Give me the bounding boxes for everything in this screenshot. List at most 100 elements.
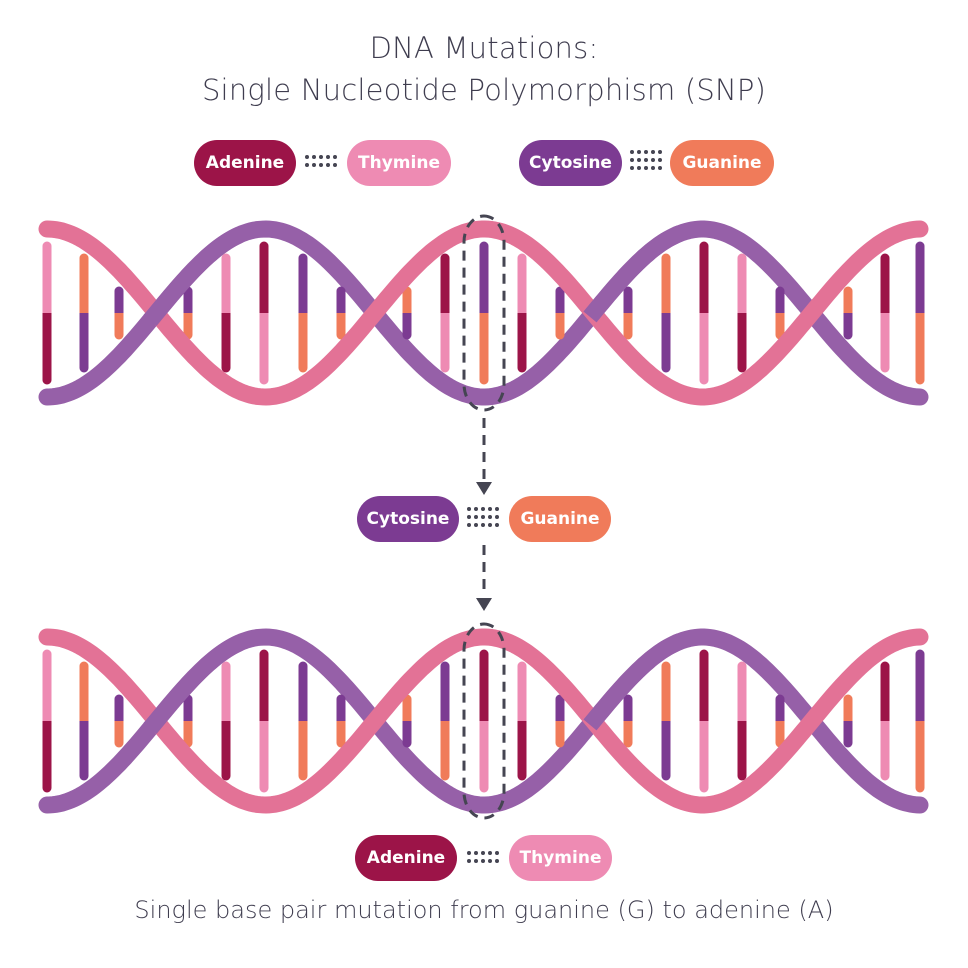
original-pair-hydrogen-bonds — [467, 507, 499, 527]
base-pair-thymine-adenine — [517, 661, 527, 781]
original-guanine-pill: Guanine — [509, 496, 611, 542]
base-join-bottom — [42, 721, 52, 727]
base-join-top — [843, 307, 853, 313]
base-pair-cytosine-guanine — [183, 694, 193, 748]
base-pair-cytosine-guanine — [336, 694, 346, 748]
mutation-arrow — [476, 418, 492, 611]
base-join-bottom — [737, 721, 747, 727]
base-join-bottom — [114, 721, 124, 727]
backbone-strand-pink — [38, 628, 929, 814]
base-join-top — [915, 307, 925, 313]
base-join-top — [79, 307, 89, 313]
base-pair-thymine-adenine — [737, 661, 747, 781]
base-join-top — [915, 715, 925, 721]
base-join-bottom — [843, 313, 853, 319]
base-join-bottom — [79, 313, 89, 319]
base-join-bottom — [402, 313, 412, 319]
base-join-top — [737, 715, 747, 721]
base-join-bottom — [479, 721, 489, 727]
legend-adenine-pill: Adenine — [194, 140, 296, 186]
base-join-bottom — [880, 721, 890, 727]
base-join-top — [555, 307, 565, 313]
base-pair-cytosine-guanine — [775, 286, 785, 340]
base-join-bottom — [775, 313, 785, 319]
backbone-strand-purple-crossing — [143, 634, 244, 734]
base-pair-guanine-cytosine — [843, 286, 853, 340]
legend-thymine-pill: Thymine — [347, 140, 451, 186]
base-join-bottom — [623, 721, 633, 727]
base-pair-cytosine-guanine — [555, 694, 565, 748]
base-pair-thymine-adenine — [42, 241, 52, 385]
base-join-bottom — [699, 721, 709, 727]
base-join-top — [699, 715, 709, 721]
base-pair-adenine-thymine — [259, 649, 269, 793]
legend-at-hydrogen-bonds — [305, 155, 337, 167]
base-join-top — [183, 307, 193, 313]
base-pair-cytosine-guanine — [114, 286, 124, 340]
legend-cg-hydrogen-bonds — [630, 150, 662, 170]
base-join-bottom — [402, 721, 412, 727]
base-join-top — [440, 715, 450, 721]
mutated-pair-hydrogen-bonds — [467, 851, 499, 863]
base-join-bottom — [440, 721, 450, 727]
base-join-bottom — [336, 721, 346, 727]
base-pair-guanine-cytosine — [402, 694, 412, 748]
base-pair-adenine-thymine — [699, 649, 709, 793]
base-pair-cytosine-guanine — [915, 241, 925, 385]
base-pair-thymine-adenine — [221, 253, 231, 373]
base-pair-guanine-cytosine — [79, 253, 89, 373]
base-pair-guanine-cytosine — [79, 661, 89, 781]
base-join-bottom — [555, 721, 565, 727]
base-join-top — [775, 715, 785, 721]
base-pair-adenine-thymine — [880, 253, 890, 373]
mutation-caption: Single base pair mutation from guanine (… — [134, 896, 834, 924]
original-cytosine-pill: Cytosine — [357, 496, 459, 542]
base-join-bottom — [843, 721, 853, 727]
base-pair-guanine-cytosine — [661, 661, 671, 781]
base-join-top — [661, 715, 671, 721]
mutated-adenine-pill: Adenine — [355, 835, 457, 881]
base-join-bottom — [479, 313, 489, 319]
base-join-top — [880, 307, 890, 313]
base-join-top — [183, 715, 193, 721]
base-join-top — [440, 307, 450, 313]
legend-guanine-pill: Guanine — [670, 140, 774, 186]
base-pair-cytosine-guanine — [623, 694, 633, 748]
base-join-bottom — [298, 313, 308, 319]
base-pair-guanine-cytosine — [661, 253, 671, 373]
base-join-bottom — [221, 313, 231, 319]
base-join-top — [623, 715, 633, 721]
base-pair-cytosine-guanine — [623, 286, 633, 340]
base-join-top — [259, 715, 269, 721]
base-join-top — [259, 307, 269, 313]
base-pair-adenine-thymine — [699, 241, 709, 385]
base-join-top — [79, 715, 89, 721]
base-join-bottom — [114, 313, 124, 319]
backbone-strand-purple-crossing — [143, 226, 244, 326]
base-join-bottom — [183, 313, 193, 319]
base-join-bottom — [517, 313, 527, 319]
base-join-top — [843, 715, 853, 721]
base-join-top — [775, 307, 785, 313]
arrow-head-upper-icon — [476, 482, 492, 495]
backbone-strand-purple-crossing — [583, 225, 684, 323]
base-join-bottom — [775, 721, 785, 727]
base-pair-cytosine-guanine — [298, 253, 308, 373]
base-join-top — [880, 715, 890, 721]
base-join-bottom — [623, 313, 633, 319]
base-join-bottom — [183, 721, 193, 727]
base-pair-cytosine-guanine — [915, 649, 925, 793]
original-dna-helix — [38, 214, 929, 412]
base-join-bottom — [880, 313, 890, 319]
base-join-bottom — [915, 313, 925, 319]
diagram-subtitle: Single Nucleotide Polymorphism (SNP) — [201, 73, 767, 107]
base-pair-thymine-adenine — [221, 661, 231, 781]
base-join-top — [402, 715, 412, 721]
base-pair-thymine-adenine — [517, 253, 527, 373]
base-join-bottom — [259, 313, 269, 319]
base-join-top — [114, 307, 124, 313]
base-join-top — [42, 307, 52, 313]
base-join-bottom — [661, 313, 671, 319]
base-join-bottom — [699, 313, 709, 319]
